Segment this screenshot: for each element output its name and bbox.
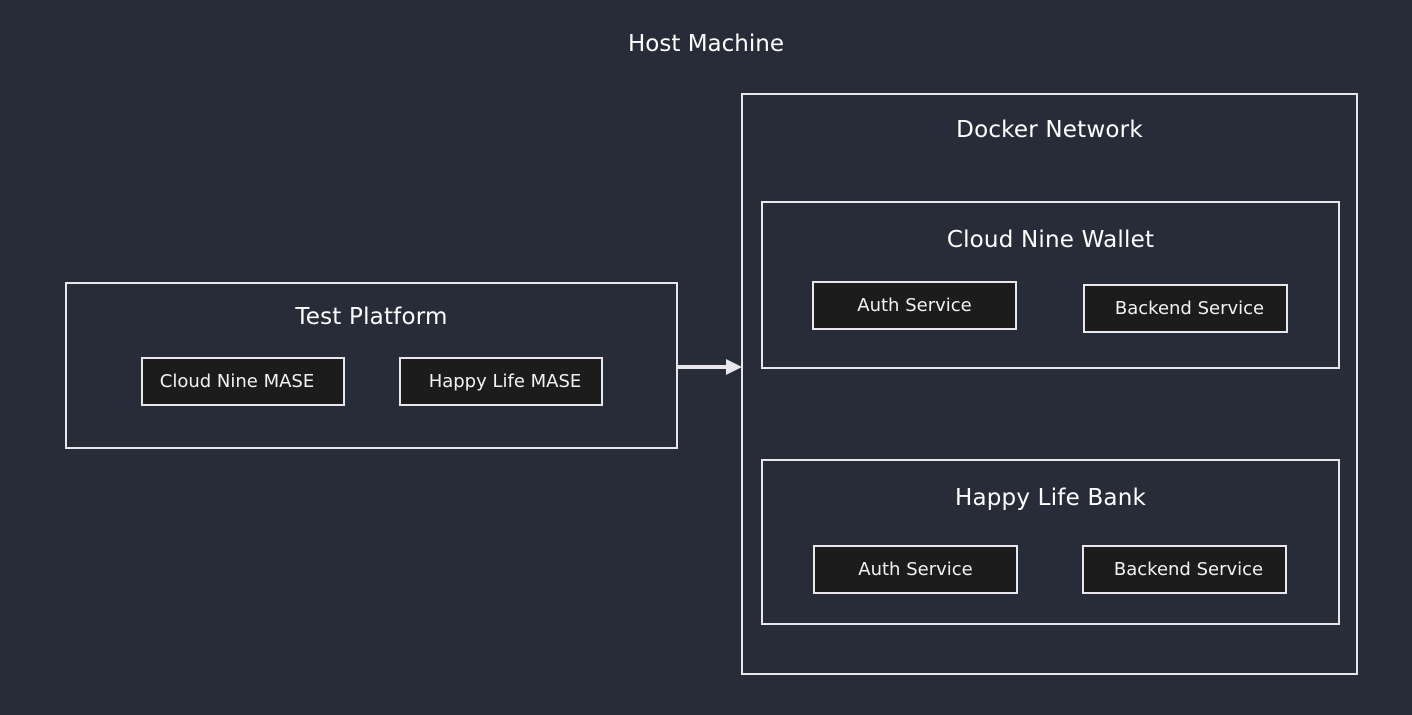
host-machine-title: Host Machine xyxy=(628,31,784,57)
happy-life-bank-auth-service[interactable]: Auth Service xyxy=(813,545,1018,594)
cloud-nine-wallet-auth-service-label: Auth Service xyxy=(857,294,972,316)
arrow-test-platform-to-docker-network xyxy=(678,359,742,375)
docker-network-title: Docker Network xyxy=(956,117,1143,143)
service-cloud-nine-mase[interactable]: Cloud Nine MASE xyxy=(141,357,345,406)
happy-life-bank-auth-service-label: Auth Service xyxy=(858,558,973,580)
happy-life-bank-backend-service[interactable]: Backend Service xyxy=(1082,545,1287,594)
cloud-nine-wallet-backend-service-label: Backend Service xyxy=(1114,297,1265,319)
service-happy-life-mase-label: Happy Life MASE xyxy=(428,370,582,392)
happy-life-bank-container[interactable]: Happy Life Bank xyxy=(761,459,1340,625)
service-cloud-nine-mase-label: Cloud Nine MASE xyxy=(159,370,315,392)
happy-life-bank-backend-service-label: Backend Service xyxy=(1113,558,1264,580)
cloud-nine-wallet-auth-service[interactable]: Auth Service xyxy=(812,281,1017,330)
test-platform-title: Test Platform xyxy=(295,304,448,330)
happy-life-bank-title: Happy Life Bank xyxy=(954,485,1147,511)
cloud-nine-wallet-backend-service[interactable]: Backend Service xyxy=(1083,284,1288,333)
service-happy-life-mase[interactable]: Happy Life MASE xyxy=(399,357,603,406)
cloud-nine-wallet-title: Cloud Nine Wallet xyxy=(946,227,1155,253)
